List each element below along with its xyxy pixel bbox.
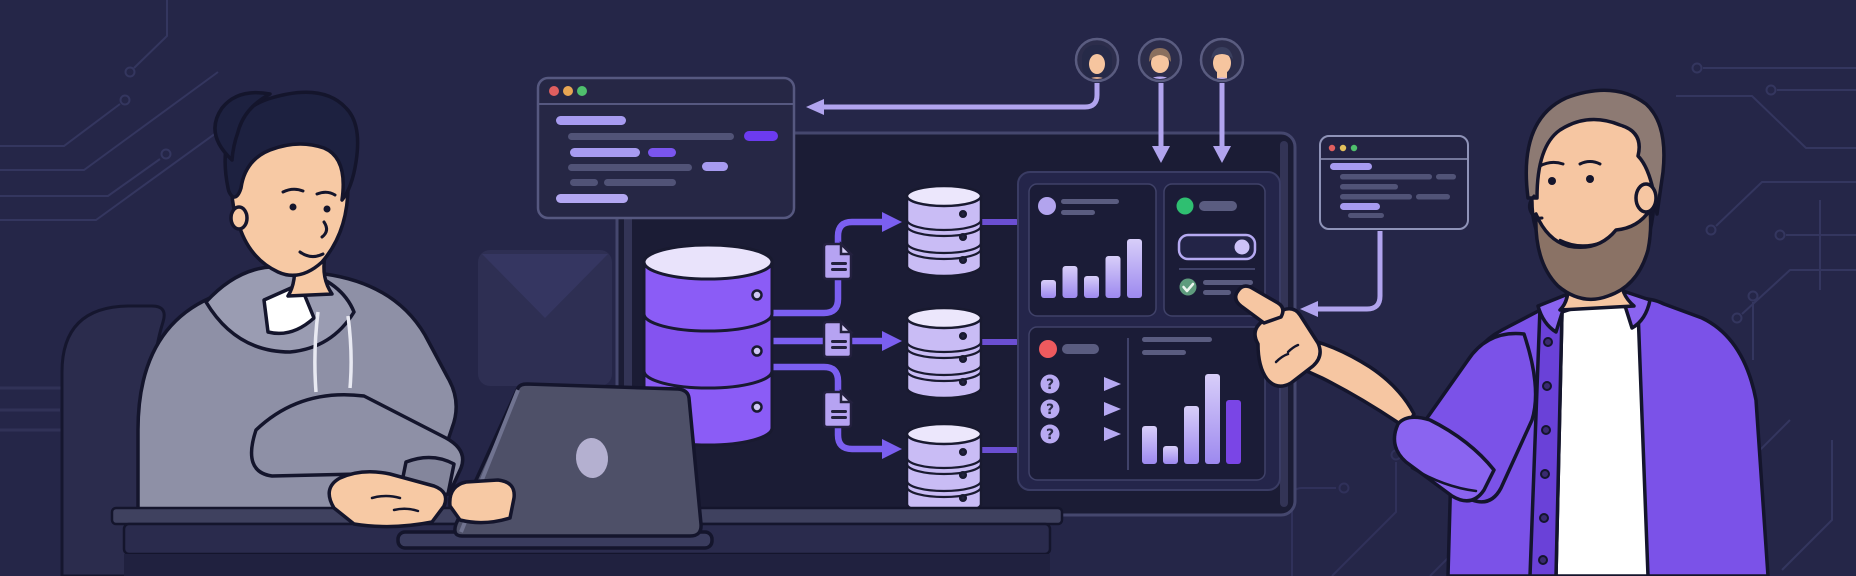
traffic-light-red-icon: [549, 86, 559, 96]
presenter-eyebrows: [1538, 160, 1602, 168]
document-icon-1: [822, 240, 855, 281]
bar-chart-top-left: [1041, 239, 1142, 298]
question-row-3: ?: [1040, 424, 1121, 444]
developer-hair-swoop: [213, 90, 272, 162]
avatar-connectors: [824, 83, 1225, 146]
document-icons: [822, 240, 855, 429]
laptop-logo-icon: [575, 438, 609, 478]
circuit-decoration-left: [0, 0, 235, 432]
presenter-buttons: [1538, 337, 1553, 565]
success-status-dot: [1176, 197, 1194, 215]
presenter-beard: [1534, 208, 1653, 302]
code-placeholder-lines: [1330, 163, 1456, 218]
user-status-dot: [1038, 197, 1056, 215]
developer-mouth: [298, 250, 325, 259]
bar: [1105, 256, 1121, 298]
question-icon: [1040, 424, 1060, 444]
replica-database-icon-3: [905, 422, 983, 516]
document-icon-3: [822, 388, 855, 429]
developer-eye-right: [323, 205, 331, 213]
checkmark-icon: [1179, 278, 1197, 296]
question-row-1: ?: [1040, 374, 1121, 394]
bar: [1205, 374, 1220, 464]
laptop: [396, 382, 714, 550]
data-flow-arrowheads: [882, 212, 902, 459]
presenter-pointing-hand: [1233, 284, 1322, 388]
presenter-ear: [1634, 182, 1658, 214]
traffic-light-green-icon: [1350, 144, 1358, 152]
traffic-light-red-icon: [1328, 144, 1336, 152]
svg-text:?: ?: [1046, 402, 1054, 418]
svg-text:?: ?: [1046, 377, 1054, 393]
traffic-light-amber-icon: [563, 86, 573, 96]
developer-hair: [223, 90, 360, 202]
avatar-woman: [1074, 37, 1120, 83]
presenter-figure: [1233, 88, 1770, 576]
dashboard-panel: ? ? ?: [1017, 171, 1281, 491]
developer-finger-lines: [370, 494, 420, 513]
replica-databases: [905, 184, 983, 516]
document-icon-2: [822, 318, 855, 359]
avatar-group: [1074, 37, 1245, 83]
presenter-mustache: [1558, 238, 1604, 247]
replica-database-icon-2: [905, 306, 983, 400]
developer-ear: [229, 205, 249, 231]
question-icon: [1040, 399, 1060, 419]
avatar-connector-arrowheads: [806, 99, 1231, 163]
dashboard-card-top-right: [1163, 183, 1266, 317]
arrow-right-icon: [1104, 377, 1121, 391]
arrow-right-icon: [1104, 402, 1121, 416]
code-placeholder-lines: [556, 116, 778, 203]
traffic-light-amber-icon: [1339, 144, 1347, 152]
window-to-dashboard-arrow: [1300, 231, 1383, 317]
bar: [1163, 446, 1178, 464]
bar: [1127, 239, 1142, 298]
bar: [1062, 266, 1078, 298]
developer-eye-left: [289, 203, 297, 211]
presenter-collar-left: [1536, 292, 1570, 334]
code-window-left: [536, 76, 796, 220]
bar: [1041, 280, 1056, 298]
developer-hands: [249, 392, 516, 529]
avatar-connector-left: [824, 83, 1100, 110]
developer-nose: [320, 220, 329, 239]
bar-chart-bottom: [1142, 374, 1241, 464]
envelope-icon: [478, 250, 612, 386]
developer-hand-left: [327, 470, 448, 529]
question-row-2: ?: [1040, 399, 1121, 419]
bar: [1184, 406, 1199, 464]
bar: [1142, 426, 1157, 464]
presenter-nose: [1527, 194, 1544, 220]
arrow-right-icon: [1104, 427, 1121, 441]
question-icon: [1040, 374, 1060, 394]
presenter-eye-left: [1548, 177, 1556, 185]
avatar-man-short-hair: [1199, 37, 1245, 83]
presenter-eye-right: [1586, 175, 1594, 183]
error-status-dot: [1039, 340, 1057, 358]
developer-eyebrows: [281, 187, 337, 197]
developer-hand-right: [448, 478, 516, 525]
bar: [1226, 400, 1241, 464]
dashboard-card-top-left: [1028, 183, 1157, 317]
traffic-light-green-icon: [577, 86, 587, 96]
code-window-right: [1319, 135, 1469, 230]
replica-database-icon-1: [905, 184, 983, 278]
replica-connectors: [979, 219, 1019, 453]
presenter-tshirt: [1554, 302, 1650, 576]
avatar-man-lavender-shirt: [1137, 37, 1183, 83]
developer-drawstrings: [313, 311, 353, 393]
presenter-cuff-roll: [1392, 415, 1496, 503]
presenter-index-finger: [1233, 284, 1285, 325]
bar: [1084, 276, 1099, 298]
dashboard-card-bottom: ? ? ?: [1028, 326, 1266, 481]
presenter-cuff-fold: [1410, 466, 1478, 493]
toggle-switch-icon: [1177, 233, 1257, 261]
svg-text:?: ?: [1046, 427, 1054, 443]
